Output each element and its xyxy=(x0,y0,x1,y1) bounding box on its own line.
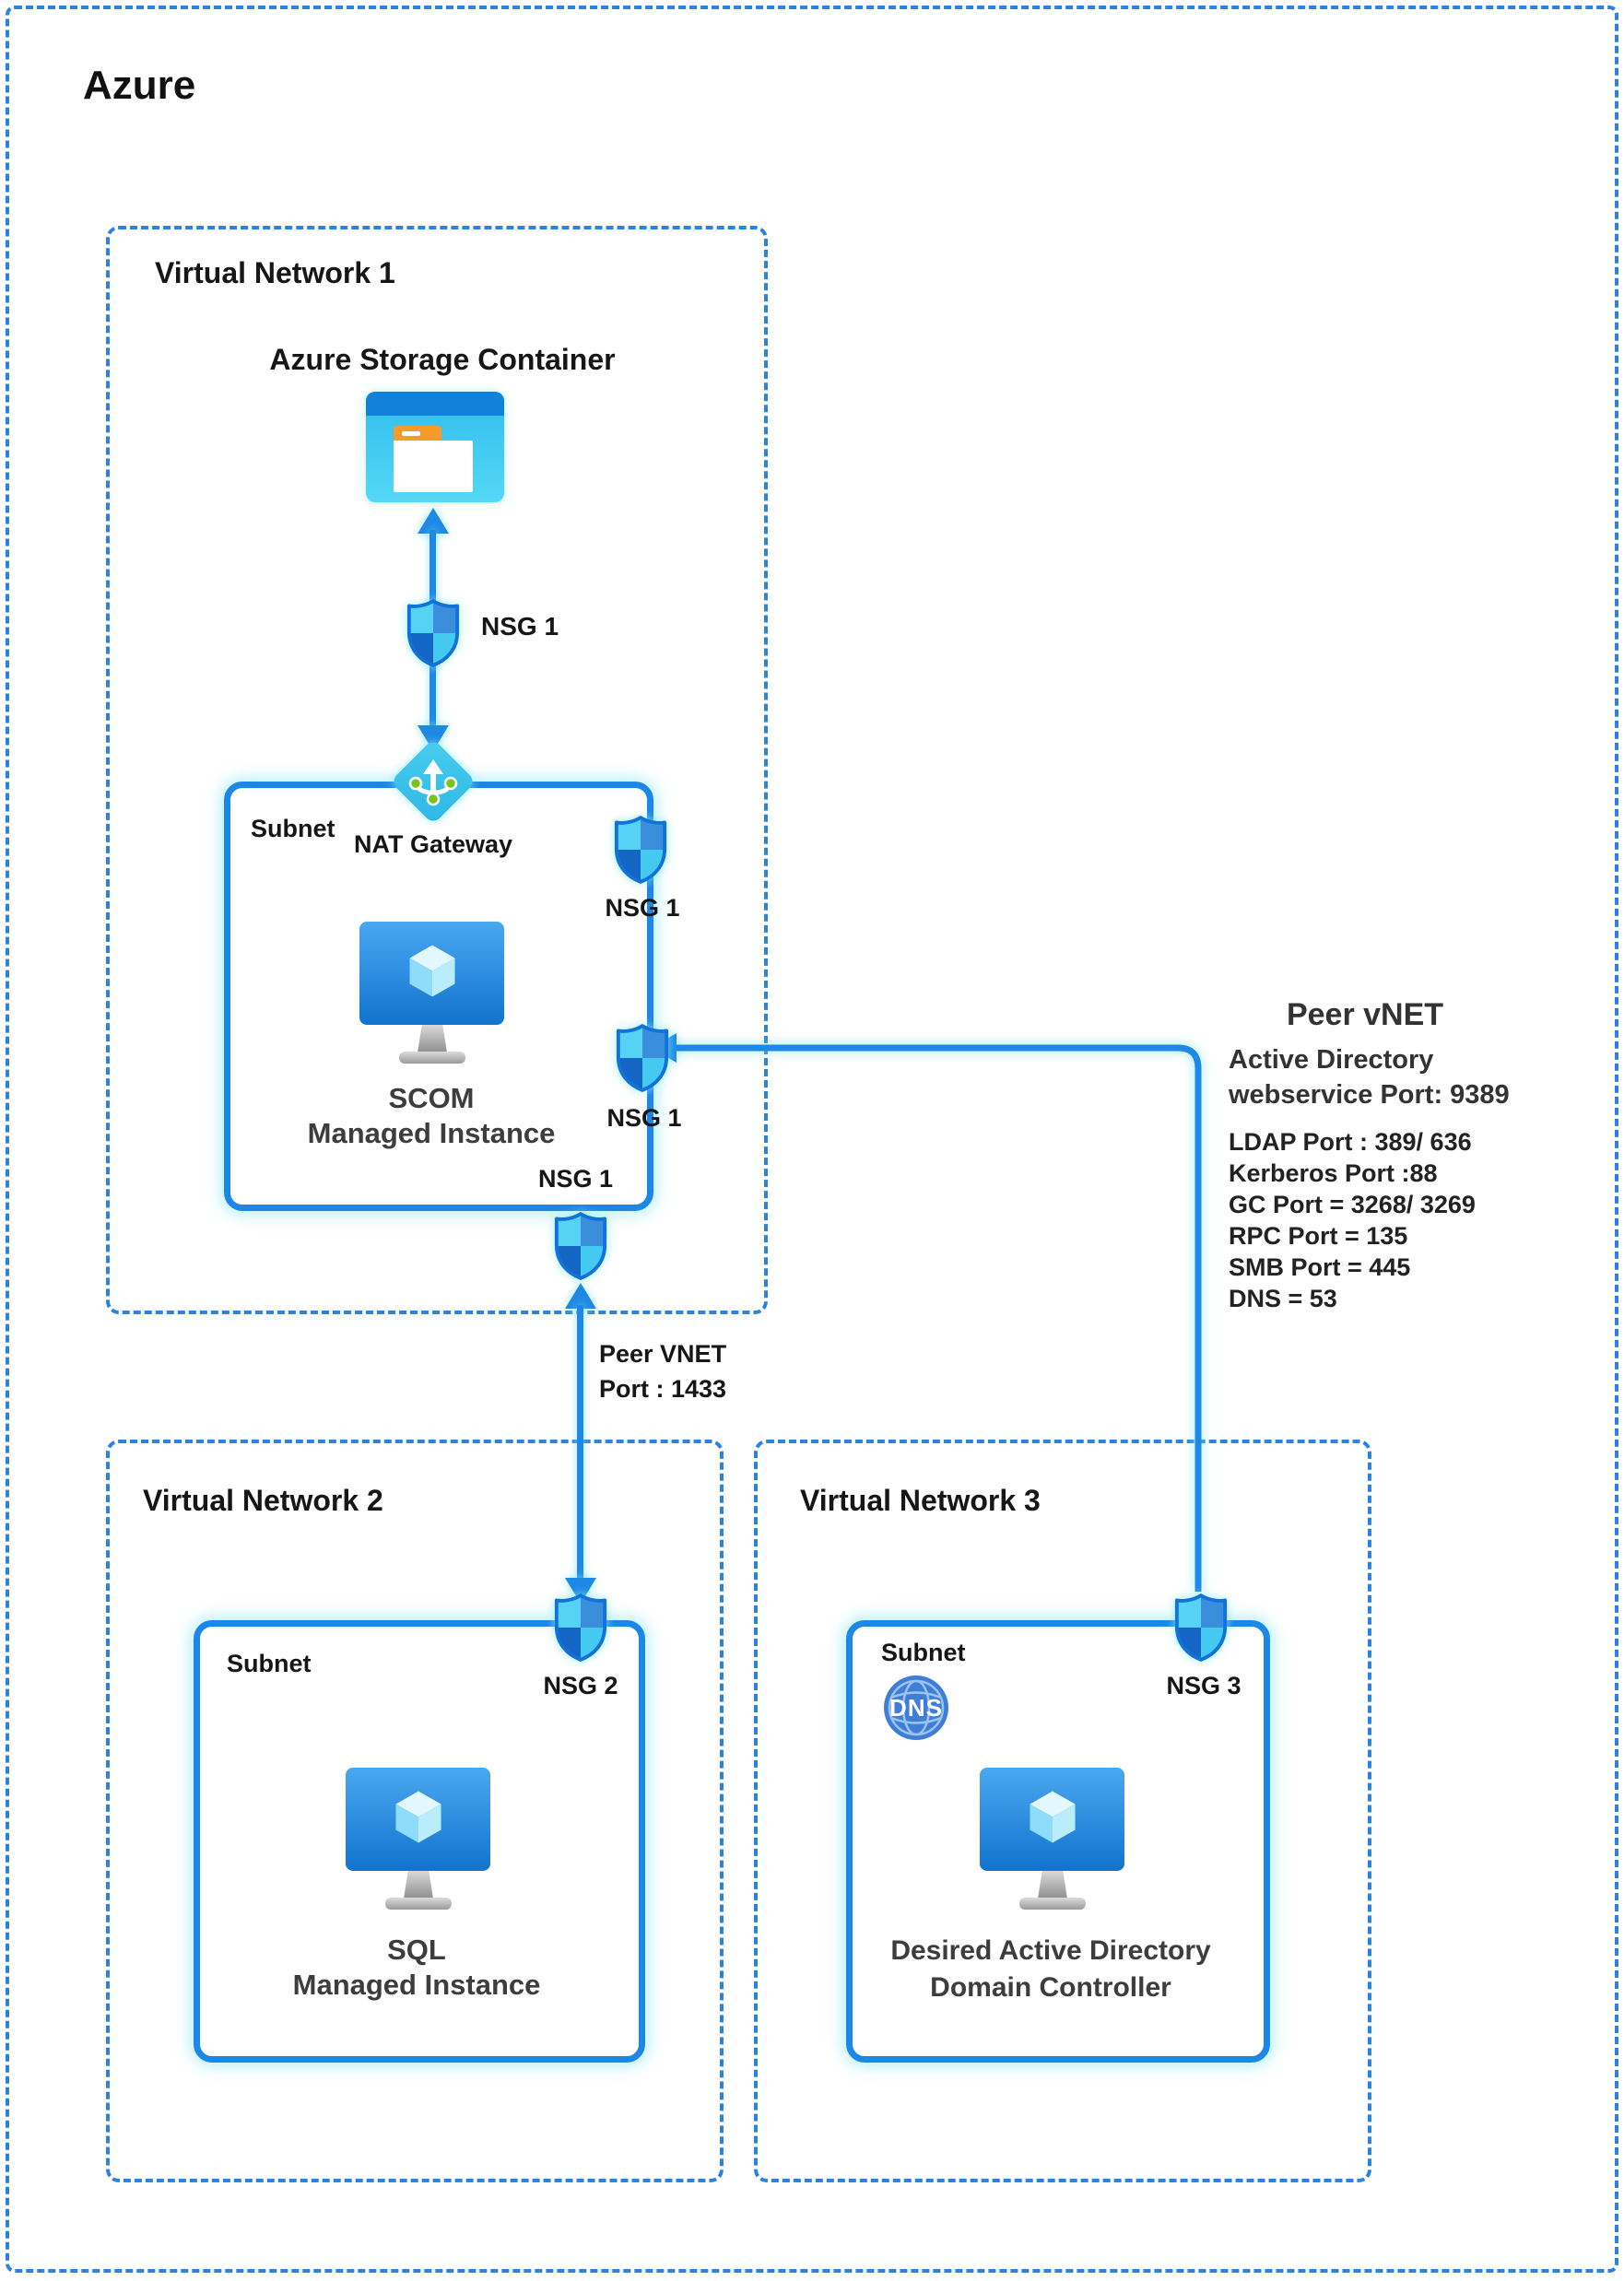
vnet3-subnet-label: Subnet xyxy=(881,1639,966,1666)
monitor-stand xyxy=(418,1025,447,1052)
ad-domain-controller-icon xyxy=(980,1768,1124,1913)
nsg3-shield xyxy=(1172,1593,1230,1663)
azure-storage-container-icon xyxy=(366,392,504,502)
azure-cube-icon xyxy=(393,1788,444,1851)
scom-label-line2: Managed Instance xyxy=(307,1117,556,1149)
vnet1-subnet-label: Subnet xyxy=(251,815,335,842)
nsg2-label: NSG 2 xyxy=(543,1672,618,1699)
vnet2-subnet-box xyxy=(194,1620,645,2063)
port-rule: LDAP Port : 389/ 636 xyxy=(1229,1128,1472,1156)
nsg1-right-lower-label: NSG 1 xyxy=(606,1104,682,1132)
dns-globe-icon xyxy=(883,1675,949,1745)
monitor-stand xyxy=(1038,1871,1067,1899)
peer-vnet-1433-label-line2: Port : 1433 xyxy=(599,1375,727,1403)
azure-cube-icon xyxy=(406,942,458,1005)
nsg1-shield-bottom xyxy=(552,1211,609,1281)
peer-vnet-1433-line xyxy=(577,1305,583,1581)
sql-label-line2: Managed Instance xyxy=(292,1969,541,2001)
monitor-screen xyxy=(980,1768,1124,1871)
nsg1-shield-right-lower xyxy=(614,1023,671,1093)
folder-tab-slot xyxy=(402,431,420,436)
monitor-base xyxy=(385,1898,452,1910)
peer-vnet-subtitle-line2: webservice Port: 9389 xyxy=(1229,1080,1510,1110)
port-rule: DNS = 53 xyxy=(1229,1285,1337,1312)
monitor-stand xyxy=(404,1871,433,1899)
vnet3-title: Virtual Network 3 xyxy=(800,1484,1041,1517)
vnet1-title: Virtual Network 1 xyxy=(155,256,395,289)
monitor-screen xyxy=(359,922,504,1025)
vnet2-title: Virtual Network 2 xyxy=(143,1484,383,1517)
monitor-base xyxy=(1019,1898,1086,1910)
vnet2-boundary xyxy=(106,1440,724,2182)
storage-icon-titlebar xyxy=(366,392,504,416)
nat-gateway-label: NAT Gateway xyxy=(353,830,513,858)
folder-body xyxy=(394,441,473,492)
nsg3-label: NSG 3 xyxy=(1166,1672,1242,1699)
azure-title: Azure xyxy=(83,63,196,108)
sql-managed-instance-icon xyxy=(346,1768,490,1913)
port-rule: Kerberos Port :88 xyxy=(1229,1159,1438,1187)
scom-label-line1: SCOM xyxy=(388,1082,475,1114)
azure-cube-icon xyxy=(1027,1788,1078,1851)
vnet2-subnet-label: Subnet xyxy=(227,1650,312,1677)
ad-label-line1: Desired Active Directory xyxy=(890,1935,1211,1966)
nsg2-shield xyxy=(552,1593,609,1663)
peer-vnet-subtitle-line1: Active Directory xyxy=(1229,1045,1434,1075)
vnet1-boundary xyxy=(106,226,768,1314)
vnet3-subnet-box xyxy=(846,1620,1270,2063)
scom-managed-instance-icon xyxy=(359,922,504,1067)
folder-icon xyxy=(394,426,441,442)
nsg1-bottom-label: NSG 1 xyxy=(537,1165,613,1193)
nsg1-right-upper-label: NSG 1 xyxy=(605,894,680,922)
nsg1-shield-storage-link xyxy=(405,598,462,668)
vnet3-boundary xyxy=(754,1440,1371,2182)
monitor-base xyxy=(399,1052,465,1064)
sql-label-line1: SQL xyxy=(387,1934,446,1966)
azure-boundary xyxy=(6,6,1618,2273)
ad-label-line2: Domain Controller xyxy=(930,1972,1171,2003)
arrow-up-to-storage xyxy=(418,508,449,534)
peer-vnet-connector xyxy=(651,1033,1202,1592)
peer-vnet-1433-label-line1: Peer VNET xyxy=(599,1340,727,1368)
storage-container-label: Azure Storage Container xyxy=(269,343,616,376)
nat-gateway-glyph xyxy=(404,752,463,811)
nsg1-storage-link-label: NSG 1 xyxy=(481,612,559,641)
arrow-up-to-nsg1 xyxy=(565,1283,596,1309)
dns-icon-label: DNS xyxy=(889,1694,943,1722)
dns-icon: DNS xyxy=(883,1675,949,1741)
nsg1-shield-right-upper xyxy=(612,815,669,885)
port-rule: SMB Port = 445 xyxy=(1229,1253,1411,1281)
port-rule: RPC Port = 135 xyxy=(1229,1222,1408,1250)
peer-vnet-title: Peer vNET xyxy=(1286,997,1444,1032)
port-rule: GC Port = 3268/ 3269 xyxy=(1229,1191,1476,1218)
monitor-screen xyxy=(346,1768,490,1871)
